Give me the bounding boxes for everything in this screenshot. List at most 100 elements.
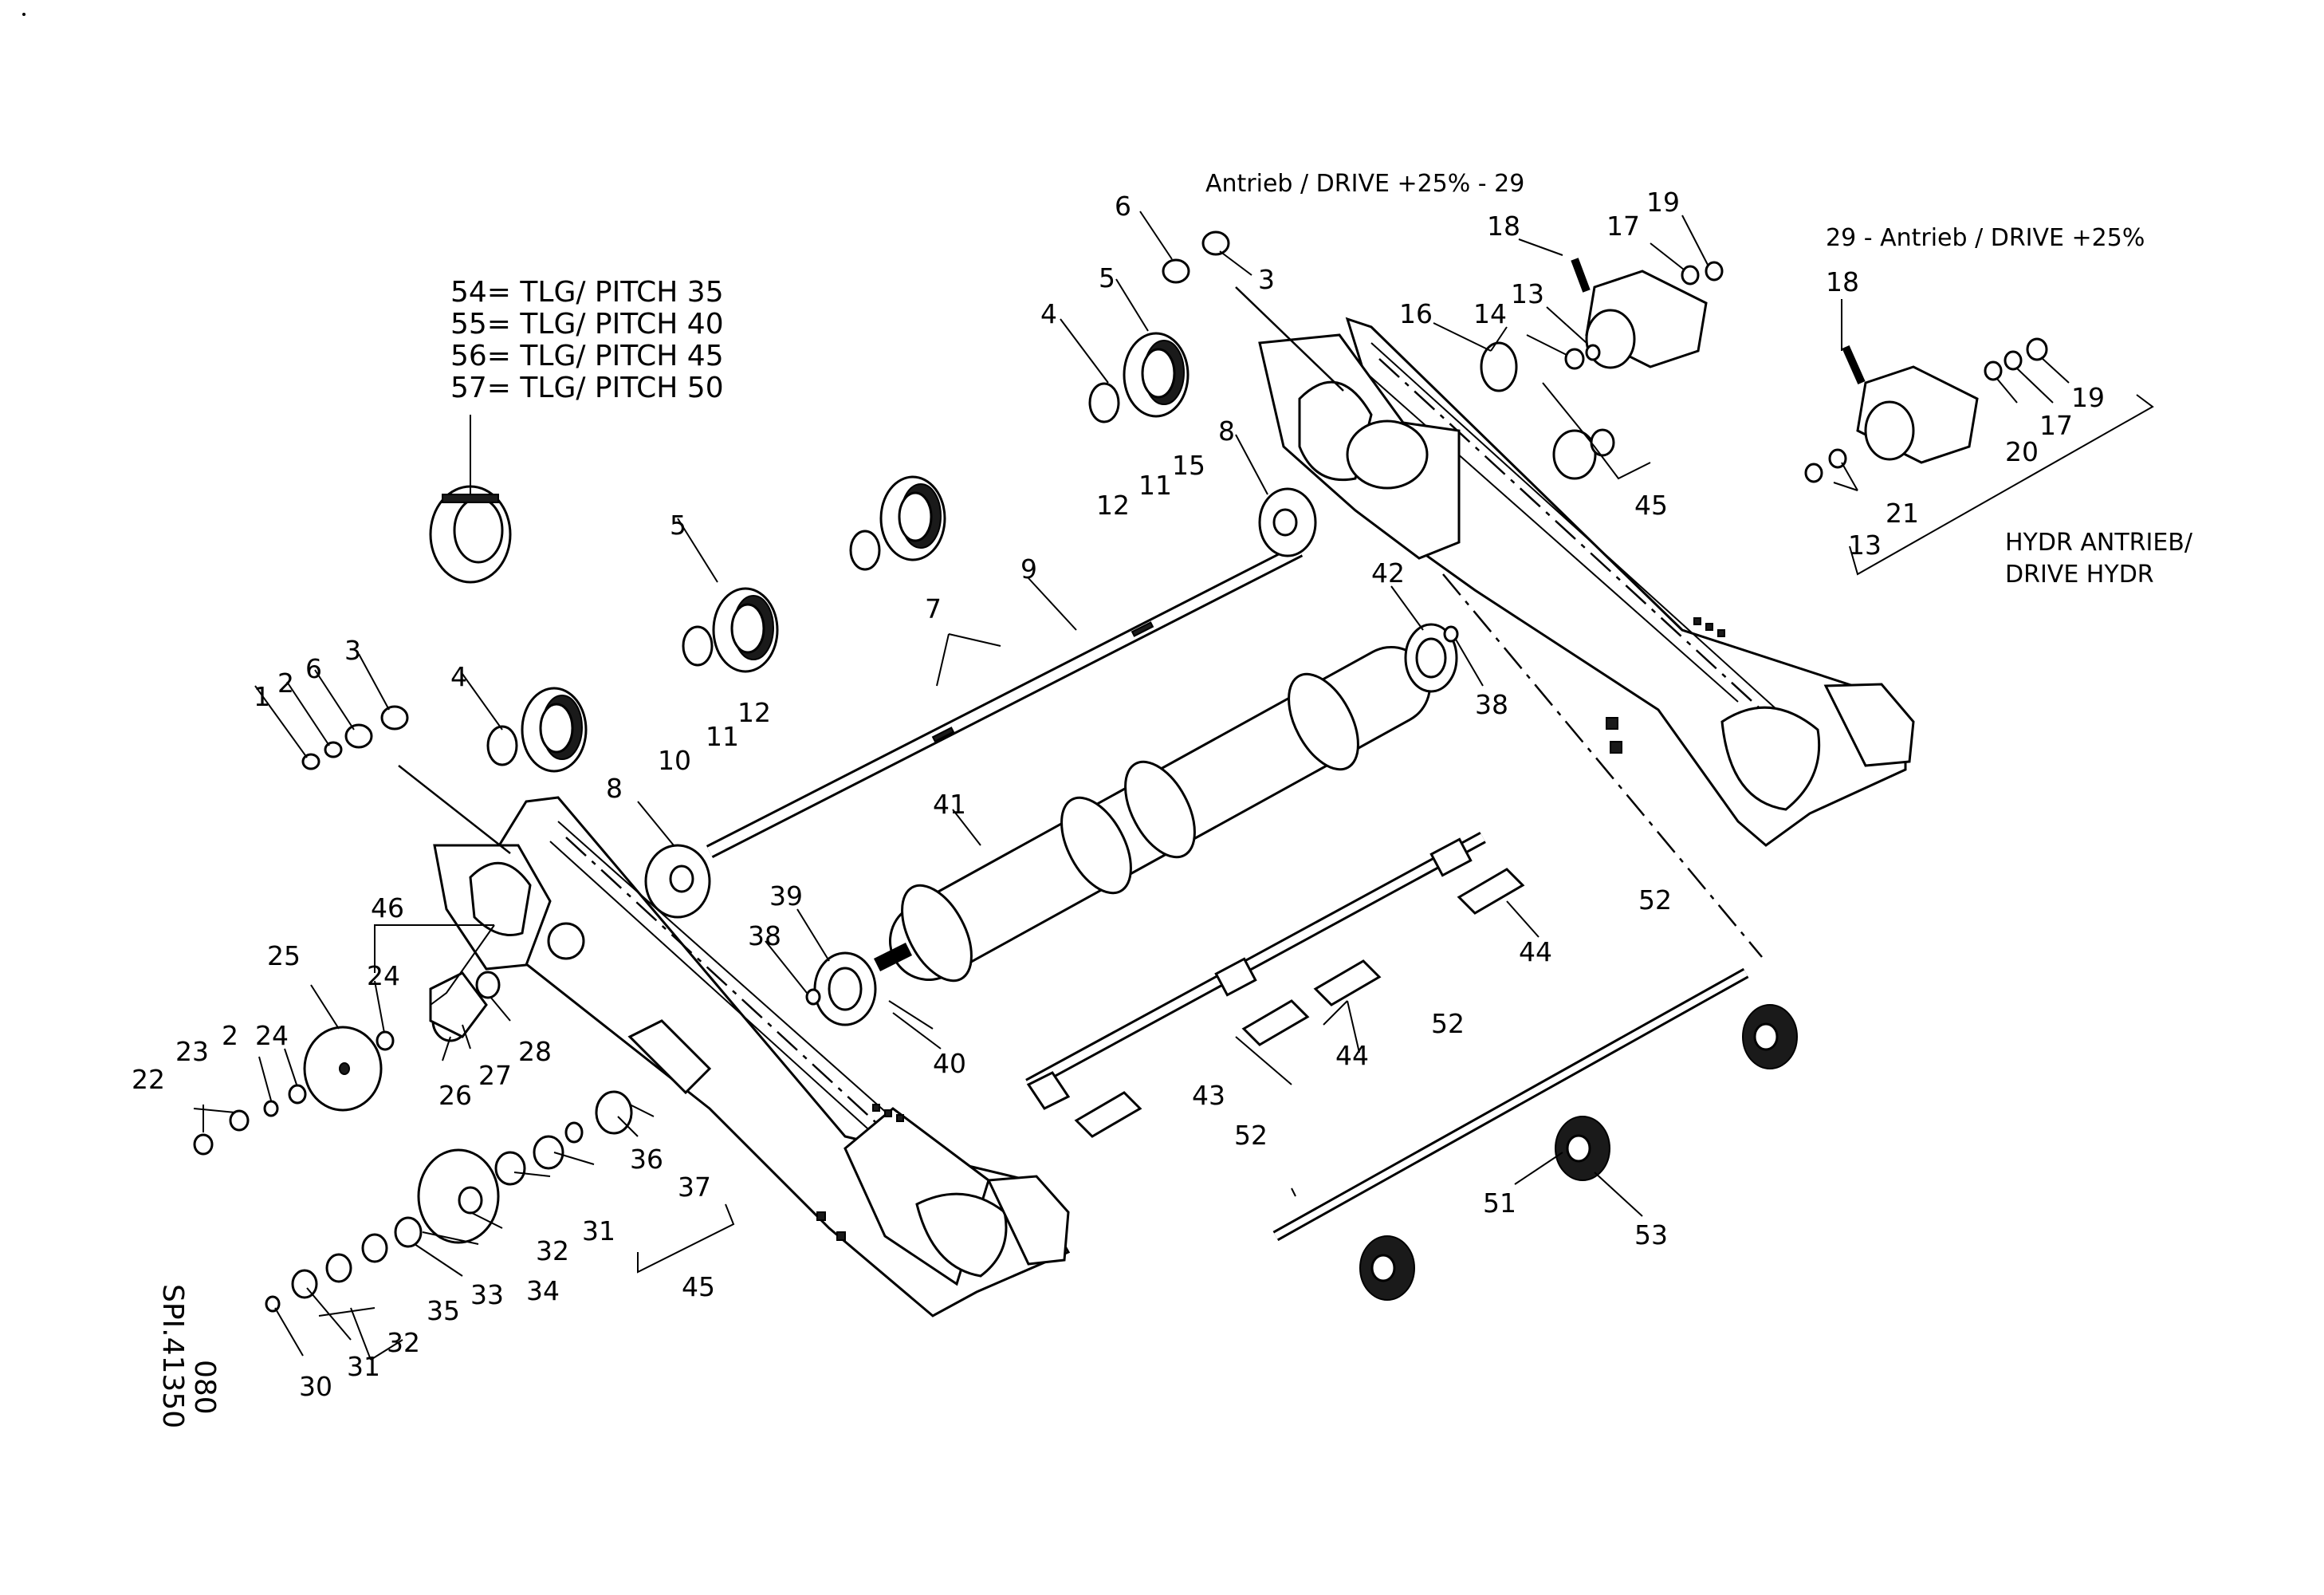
bracket-lines [318, 382, 2154, 1361]
callout-5: 5 [670, 510, 686, 541]
pitch-note-57: 57= TLG/ PITCH 50 [450, 372, 724, 404]
callout-40: 40 [933, 1048, 966, 1079]
callout-31: 31 [347, 1351, 380, 1382]
callout-43: 43 [1192, 1080, 1225, 1111]
callout-52: 52 [1431, 1008, 1465, 1039]
drawing-number: SPI.41350 [156, 1284, 189, 1428]
callout-37: 37 [678, 1172, 711, 1203]
pitch-note-54: 54= TLG/ PITCH 35 [450, 276, 724, 309]
callout-15: 15 [1172, 450, 1205, 481]
sprocket-5-mid [682, 587, 779, 673]
callout-11: 11 [1138, 470, 1172, 501]
callout-8: 8 [606, 773, 623, 804]
callout-45: 45 [1634, 490, 1668, 521]
callout-18: 18 [1487, 211, 1520, 242]
sprocket-upper-mid [849, 475, 946, 571]
pitch-note-55: 55= TLG/ PITCH 40 [450, 308, 724, 341]
callout-44: 44 [1335, 1040, 1369, 1071]
callout-45: 45 [682, 1271, 715, 1302]
callout-4: 4 [450, 661, 467, 692]
pitch-note-56: 56= TLG/ PITCH 45 [450, 340, 724, 372]
callout-20: 20 [2005, 436, 2039, 467]
callout-36: 36 [630, 1144, 663, 1175]
callout-11: 11 [706, 721, 739, 752]
callout-labels: 1 2 6 3 4 5 4 5 6 3 7 8 8 9 10 11 12 12 … [132, 187, 2105, 1402]
callout-2: 2 [222, 1020, 238, 1051]
callout-52: 52 [1234, 1120, 1268, 1151]
bearing-housings [813, 623, 1458, 1026]
callout-33: 33 [470, 1279, 504, 1310]
callout-19: 19 [1646, 187, 1680, 218]
callout-46: 46 [371, 892, 404, 924]
callout-22: 22 [132, 1064, 165, 1095]
callout-42: 42 [1371, 557, 1405, 589]
callout-12: 12 [737, 697, 771, 728]
callout-32: 32 [536, 1235, 569, 1266]
callout-3: 3 [344, 635, 361, 666]
callout-34: 34 [526, 1275, 560, 1306]
callout-53: 53 [1634, 1219, 1668, 1250]
drive-note-right: 29 - Antrieb / DRIVE +25% [1826, 224, 2145, 252]
drive-note-top: Antrieb / DRIVE +25% - 29 [1205, 170, 1524, 198]
callout-18: 18 [1826, 266, 1859, 297]
guide-line [1442, 573, 1763, 958]
hubs-8 [644, 487, 1317, 919]
sprocket-4-left [486, 687, 588, 773]
callout-24: 24 [367, 960, 400, 991]
left-pulley-25 [303, 1026, 383, 1112]
hydr-drive-line1: HYDR ANTRIEB/ [2005, 529, 2193, 557]
callout-17: 17 [2039, 410, 2073, 441]
callout-5: 5 [1099, 262, 1115, 293]
callout-13: 13 [1848, 530, 1882, 561]
callout-51: 51 [1483, 1187, 1516, 1219]
left-side-frame [398, 765, 1071, 1317]
pitch-gear [429, 485, 512, 584]
callout-24: 24 [255, 1020, 289, 1051]
left-drive-parts [193, 971, 501, 1156]
bushes-38 [805, 625, 1459, 1006]
callout-31: 31 [582, 1215, 615, 1246]
callout-44: 44 [1519, 936, 1552, 967]
sprocket-34-group [265, 1090, 633, 1313]
hydr-drive-line2: DRIVE HYDR [2005, 561, 2154, 589]
drawing-sheet: 080 [188, 1360, 221, 1415]
sprocket-5-top [1088, 230, 1230, 423]
callout-2: 2 [277, 668, 294, 699]
callout-35: 35 [427, 1295, 460, 1326]
gearboxes [1480, 258, 2048, 483]
callout-13: 13 [1511, 278, 1544, 309]
callout-41: 41 [933, 789, 966, 820]
callout-1: 1 [254, 681, 270, 712]
callout-38: 38 [748, 920, 781, 951]
callout-38: 38 [1475, 689, 1508, 720]
callout-8: 8 [1218, 415, 1235, 447]
callout-23: 23 [175, 1036, 209, 1067]
leader-lines [193, 211, 2070, 1357]
callout-3: 3 [1258, 264, 1275, 295]
rollers-53 [1359, 1004, 1798, 1301]
callout-6: 6 [305, 653, 322, 684]
callout-27: 27 [478, 1060, 512, 1091]
callout-14: 14 [1473, 298, 1507, 329]
shaft-9 [706, 543, 1304, 859]
callout-52: 52 [1638, 884, 1672, 916]
plates-44 [1074, 868, 1525, 1138]
callout-19: 19 [2071, 382, 2105, 413]
callout-4: 4 [1040, 298, 1057, 329]
callout-26: 26 [438, 1080, 472, 1111]
callout-12: 12 [1096, 490, 1130, 521]
callout-25: 25 [267, 940, 301, 971]
callout-7: 7 [925, 593, 942, 624]
callout-9: 9 [1020, 553, 1037, 585]
callout-32: 32 [387, 1327, 420, 1358]
corner-dot [22, 13, 26, 16]
callout-28: 28 [518, 1036, 552, 1067]
callout-30: 30 [299, 1371, 332, 1402]
roller-41 [873, 646, 1431, 983]
right-side-frame [1235, 286, 1915, 847]
shaft-51 [1272, 967, 1749, 1242]
callout-6: 6 [1115, 191, 1131, 222]
callout-17: 17 [1606, 211, 1640, 242]
left-small-parts [301, 705, 409, 770]
